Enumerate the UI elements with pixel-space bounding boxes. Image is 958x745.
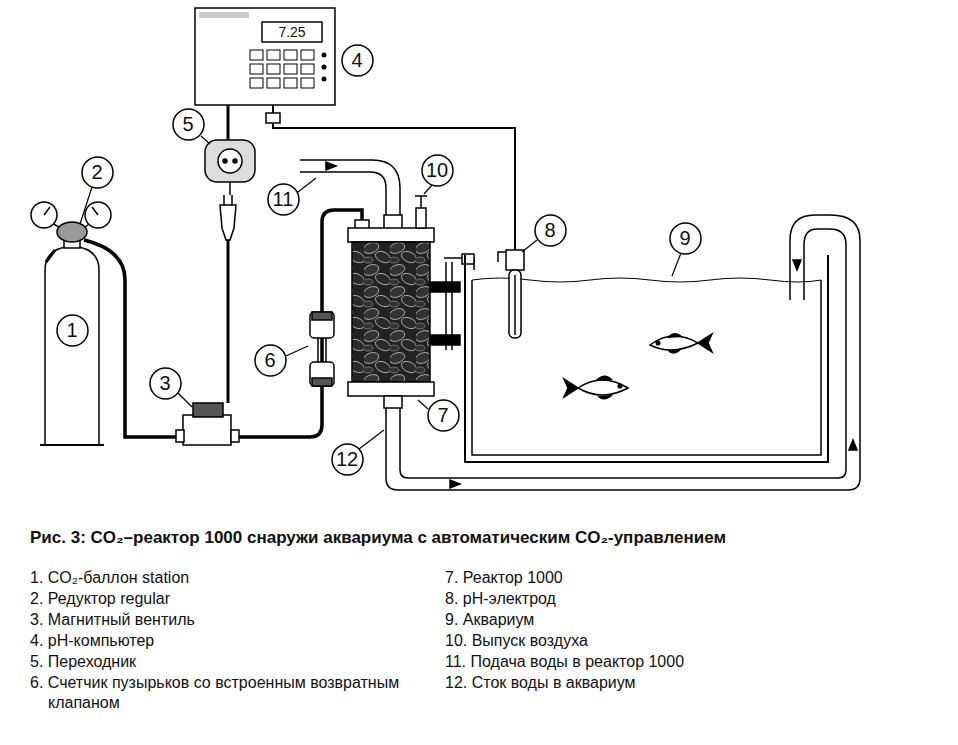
ph-computer (195, 8, 335, 105)
indicator (322, 77, 327, 82)
display-value: 7.25 (262, 22, 322, 42)
keypad (250, 50, 327, 88)
key-button (284, 64, 297, 74)
callout-text: 3 (149, 367, 182, 400)
legend-item: 10. Выпуск воздуха (445, 631, 863, 651)
callout-text: 9 (669, 222, 702, 255)
ph-electrode (506, 250, 524, 270)
key-button (267, 64, 280, 74)
callout-text: 1 (56, 314, 89, 347)
legend-item: 6. Счетчик пузырьков со встроенным возвр… (30, 673, 443, 713)
callout-number: 9 (669, 222, 702, 255)
callout-number: 6 (254, 344, 287, 377)
callout-text: 11 (267, 183, 300, 216)
callout-number: 7 (427, 399, 460, 432)
callout-text: 4 (341, 44, 374, 77)
key-button (250, 64, 263, 74)
magnetic-valve (183, 415, 231, 445)
legend-item: 1. CO₂-баллон station (30, 568, 443, 588)
co2-reactor (352, 242, 430, 382)
indicator (322, 65, 327, 70)
regulator (57, 222, 87, 242)
water-surface (472, 278, 821, 282)
callout-number: 2 (81, 156, 114, 189)
adapter-socket (205, 140, 255, 182)
line-art (31, 8, 860, 490)
callout-number: 1 (56, 314, 89, 347)
callout-text: 5 (172, 108, 205, 141)
callout-number: 8 (534, 214, 567, 247)
bubble-counter (310, 312, 334, 338)
callout-number: 12 (331, 443, 364, 476)
key-button (250, 50, 263, 60)
legend-item: 2. Редуктор regular (30, 589, 443, 609)
legend-item: 12. Сток воды в аквариум (445, 673, 863, 693)
leader-lines (80, 136, 681, 449)
indicator (322, 53, 327, 58)
callout-text: 7 (427, 399, 460, 432)
callout-number: 3 (149, 367, 182, 400)
return-pipe (386, 215, 860, 490)
callout-text: 8 (534, 214, 567, 247)
electrode-cable (273, 123, 515, 250)
key-button (250, 78, 263, 88)
key-button (267, 50, 280, 60)
callout-number: 4 (341, 44, 374, 77)
callout-number: 10 (421, 154, 454, 187)
reactor-cap (348, 228, 434, 242)
key-button (284, 50, 297, 60)
co2-cylinder (45, 246, 99, 445)
callout-number: 11 (267, 183, 300, 216)
fish (564, 334, 712, 399)
legend-item: 11. Подача воды в реактор 1000 (445, 652, 863, 672)
aquarium (465, 255, 828, 462)
key-button (284, 78, 297, 88)
key-button (301, 78, 314, 88)
key-button (301, 50, 314, 60)
callout-text: 10 (421, 154, 454, 187)
legend-item: 5. Переходник (30, 652, 443, 672)
legend-item: 8. pH-электрод (445, 589, 863, 609)
figure-caption: Рис. 3: CO₂–реактор 1000 снаружи аквариу… (30, 528, 726, 548)
legend-item: 3. Магнитный вентиль (30, 610, 443, 630)
callout-text: 6 (254, 344, 287, 377)
inlet-pipe (300, 160, 400, 215)
co2-hose (84, 240, 183, 437)
legend-item: 9. Аквариум (445, 610, 863, 630)
callout-number: 5 (172, 108, 205, 141)
legend-item: 7. Реактор 1000 (445, 568, 863, 588)
callout-text: 12 (331, 443, 364, 476)
air-release (416, 208, 426, 228)
callout-text: 2 (81, 156, 114, 189)
legend-item: 4. pH-компьютер (30, 631, 443, 651)
key-button (301, 64, 314, 74)
key-button (267, 78, 280, 88)
